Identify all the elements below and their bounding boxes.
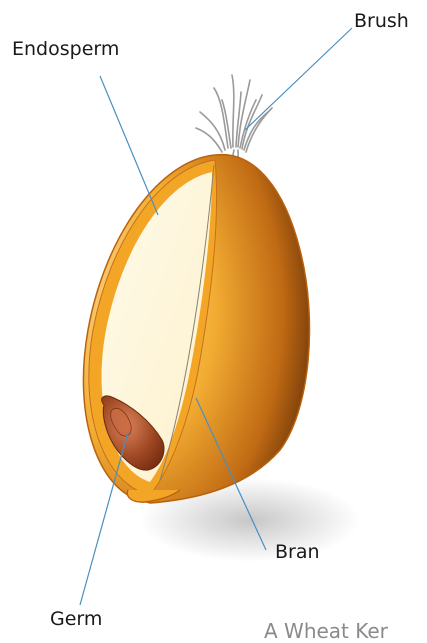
diagram-caption: A Wheat Ker (264, 619, 389, 643)
bran-label: Bran (275, 541, 320, 563)
brush-leader (245, 28, 352, 130)
endosperm-leader (100, 76, 158, 215)
endosperm-label: Endosperm (12, 38, 119, 60)
germ-label: Germ (50, 608, 102, 630)
brush-label: Brush (354, 10, 409, 32)
